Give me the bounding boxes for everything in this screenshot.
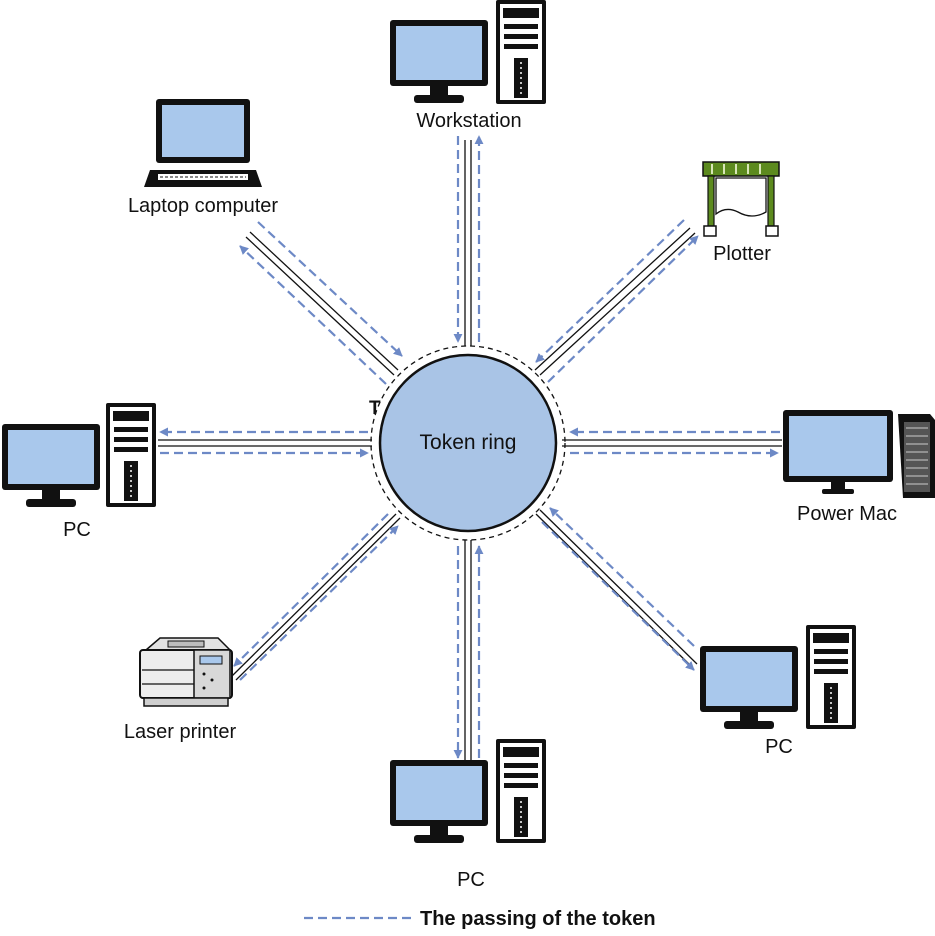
pc-bottom-right-label: PC (765, 736, 793, 758)
pc-bottom-right-icon (700, 624, 857, 730)
pc-bottom-node: PC (390, 738, 547, 891)
token-ring: Token ring T (369, 345, 566, 541)
cables (158, 140, 782, 760)
workstation-icon (390, 0, 547, 105)
pc-left-icon (2, 402, 157, 508)
power-mac-label: Power Mac (797, 503, 897, 525)
laser-printer-node: Laser printer (124, 637, 237, 743)
laptop-node: Laptop computer (128, 99, 278, 217)
legend: The passing of the token (304, 908, 656, 930)
ring-label: Token ring (420, 431, 517, 454)
plotter-node: Plotter (702, 161, 780, 265)
ring-boundary (370, 345, 566, 541)
pc-left-node: PC (2, 402, 157, 541)
pc-bottom-icon (390, 738, 547, 844)
ring-hub (378, 353, 558, 533)
laptop-icon (144, 99, 262, 187)
laser-printer-label: Laser printer (124, 721, 237, 743)
pc-left-label: PC (63, 519, 91, 541)
workstation-node: Workstation (390, 0, 547, 132)
plotter-icon (702, 161, 780, 237)
plotter-label: Plotter (713, 243, 771, 265)
legend-label: The passing of the token (420, 908, 656, 930)
token-arrows (159, 135, 780, 759)
pc-bottom-right-node: PC (700, 624, 857, 758)
power-mac-node: Power Mac (783, 410, 935, 525)
pc-bottom-label: PC (457, 869, 485, 891)
terminator-mark: T (369, 398, 381, 419)
power-mac-icon (783, 410, 935, 498)
workstation-label: Workstation (416, 110, 521, 132)
laptop-label: Laptop computer (128, 195, 278, 217)
laser-printer-icon (139, 637, 233, 707)
